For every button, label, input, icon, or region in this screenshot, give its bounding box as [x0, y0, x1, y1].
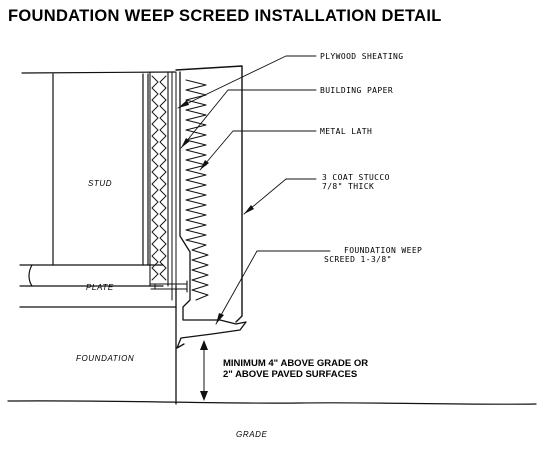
grade-line	[7, 400, 537, 405]
weep-callout-line2: SCREED 1-3/8"	[324, 255, 392, 264]
stud-label: STUD	[88, 179, 112, 188]
bottom-plate	[19, 264, 164, 287]
stucco-callout-line1: 3 COAT STUCCO	[322, 173, 390, 182]
drawing-title: FOUNDATION WEEP SCREED INSTALLATION DETA…	[8, 7, 442, 25]
metal-lath-callout: METAL LATH	[320, 127, 372, 136]
plywood-sheathing	[149, 71, 169, 287]
clearance-note-line2: 2" ABOVE PAVED SURFACES	[223, 369, 357, 380]
foundation-label: FOUNDATION	[76, 354, 134, 363]
building-paper-callout: BUILDING PAPER	[320, 86, 393, 95]
plate-label: PLATE	[86, 283, 114, 292]
stucco-face	[175, 65, 243, 323]
callout-leaders	[177, 55, 331, 325]
clearance-note-line1: MINIMUM 4" ABOVE GRADE OR	[223, 358, 368, 369]
building-paper	[171, 71, 177, 301]
plywood-callout: PLYWOOD SHEATING	[320, 52, 403, 61]
weep-screed-flashing	[176, 71, 247, 349]
metal-lath	[185, 79, 209, 301]
grade-label: GRADE	[236, 430, 268, 439]
stucco-callout-line2: 7/8" THICK	[322, 182, 374, 191]
sill-anchor-bolt	[150, 280, 188, 293]
stud-wall	[21, 71, 176, 266]
clearance-dimension	[200, 340, 208, 401]
weep-callout-line1: FOUNDATION WEEP	[344, 246, 422, 255]
foundation-slab	[19, 285, 177, 405]
